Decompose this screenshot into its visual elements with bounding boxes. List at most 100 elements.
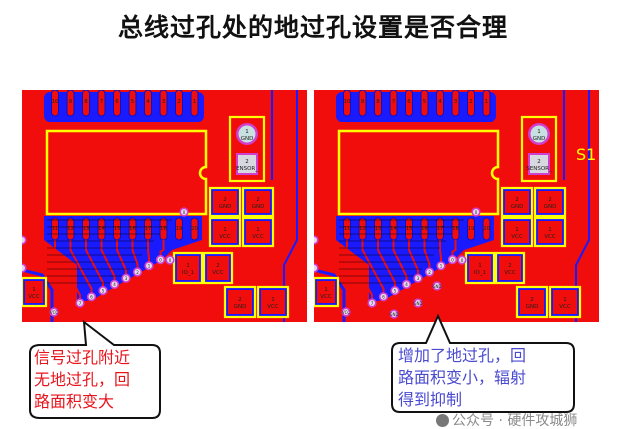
ic-outline bbox=[45, 129, 208, 216]
pin-net: ENSOR_ bbox=[236, 166, 258, 172]
pin-number: 2 bbox=[177, 99, 181, 105]
silkscreen-outline bbox=[208, 216, 242, 248]
pad-net: GND bbox=[252, 204, 265, 210]
watermark-text: 公众号 · 硬件攻城狮 bbox=[452, 413, 578, 429]
silkscreen-outline bbox=[494, 251, 526, 285]
pad-net: VCC bbox=[511, 234, 523, 240]
silkscreen-outline bbox=[533, 186, 567, 218]
pin-number: 20 bbox=[483, 226, 490, 232]
pin-number: 1 bbox=[485, 99, 489, 105]
via-hole bbox=[434, 283, 440, 289]
via-label: 6 bbox=[382, 295, 385, 300]
pad-net: VCC bbox=[504, 270, 516, 276]
slide-title: 总线过孔处的地过孔设置是否合理 bbox=[117, 13, 508, 42]
via-label: 0 bbox=[475, 210, 478, 215]
pin-number: 7 bbox=[100, 99, 104, 105]
via-hole bbox=[415, 275, 421, 282]
ic-pin-top bbox=[51, 90, 59, 117]
via-hole bbox=[459, 257, 465, 263]
pin-number: 10 bbox=[344, 99, 351, 105]
via-hole bbox=[111, 281, 118, 288]
connector-outline bbox=[228, 115, 266, 183]
ic-pin-top bbox=[159, 90, 168, 117]
pad-net: VCC bbox=[252, 234, 264, 240]
pad-number: 1 bbox=[515, 227, 519, 233]
via-hole bbox=[343, 309, 349, 315]
via-hole bbox=[473, 209, 479, 215]
via-hole bbox=[449, 256, 456, 263]
via-label: 0 bbox=[183, 210, 186, 215]
ic-pin-top bbox=[358, 90, 367, 117]
via-hole bbox=[157, 256, 164, 263]
ic-pin-top bbox=[343, 90, 351, 117]
ic-pin-top bbox=[82, 90, 90, 117]
callout-line: 路面积变小，辐射 bbox=[398, 368, 527, 387]
pad-net: VCC bbox=[212, 270, 224, 276]
pad-net: GND bbox=[526, 304, 539, 310]
via-hole bbox=[181, 209, 187, 215]
pad-net: IO_1 bbox=[474, 270, 486, 276]
via-label: VCC bbox=[50, 310, 59, 315]
pad-number: 2 bbox=[256, 197, 260, 203]
silkscreen-outline bbox=[241, 216, 275, 248]
pin-number: 4 bbox=[438, 99, 442, 105]
connector-pin-hole bbox=[238, 155, 256, 173]
pad-area bbox=[553, 290, 577, 314]
via-label: GND bbox=[413, 301, 422, 306]
pin-net: GND bbox=[241, 136, 254, 142]
via-hole bbox=[403, 281, 410, 288]
via-label: 4 bbox=[113, 282, 116, 287]
ic-outline bbox=[337, 129, 500, 216]
pad-area bbox=[520, 290, 544, 314]
pin-net: SENSOR_ bbox=[526, 166, 552, 172]
pin-net: GND bbox=[533, 136, 546, 142]
silkscreen-outline bbox=[515, 285, 549, 319]
ic-pin-top bbox=[374, 90, 382, 117]
pad-number: 2 bbox=[223, 197, 227, 203]
ic-pin-bottom bbox=[190, 217, 199, 241]
pad-area bbox=[25, 281, 43, 303]
silkscreen-outline bbox=[223, 285, 257, 319]
callout-line: 得到抑制 bbox=[398, 390, 463, 409]
pad-number: 2 bbox=[515, 197, 519, 203]
via-label: 0 bbox=[159, 257, 162, 262]
via-label: 3 bbox=[125, 276, 128, 281]
pad-area bbox=[261, 290, 285, 314]
silkscreen-outline bbox=[500, 216, 534, 248]
via-label: 0 bbox=[461, 258, 464, 263]
connector-pin-hole bbox=[530, 125, 548, 143]
pad-net: VCC bbox=[320, 294, 332, 300]
pin-number: 5 bbox=[131, 99, 135, 105]
via-hole bbox=[134, 269, 141, 275]
pad-number: 1 bbox=[324, 287, 328, 293]
silkscreen-outline bbox=[464, 251, 496, 285]
callout-line: 增加了地过孔，回 bbox=[398, 346, 527, 365]
connector-outline bbox=[520, 115, 558, 183]
pad-net: VCC bbox=[28, 294, 40, 300]
pin-number: 8 bbox=[84, 99, 88, 105]
pad-net: VCC bbox=[267, 304, 279, 310]
ic-pin-bottom bbox=[482, 217, 491, 241]
pad-number: 1 bbox=[32, 287, 36, 293]
pad-number: 1 bbox=[548, 227, 552, 233]
via-hole bbox=[51, 309, 57, 315]
connector-pin-hole bbox=[238, 125, 256, 143]
pad-net: GND bbox=[234, 304, 247, 310]
pad-area bbox=[213, 221, 237, 243]
pad-area bbox=[505, 221, 529, 243]
via-hole bbox=[22, 265, 25, 271]
ic-pin-top bbox=[97, 90, 106, 117]
callout-left: 信号过孔附近 无地过孔，回 路面积变大 bbox=[26, 319, 166, 422]
silkscreen-outline bbox=[548, 285, 582, 319]
ic-pin-top bbox=[113, 90, 121, 117]
ic-pin-top bbox=[175, 90, 183, 117]
pin-number: 16 bbox=[129, 226, 136, 232]
callout-line: 无地过孔，回 bbox=[34, 370, 131, 389]
pin-number: 15 bbox=[114, 226, 121, 232]
silkscreen-outline bbox=[241, 186, 275, 218]
pin-number: 11 bbox=[52, 226, 59, 232]
pad-number: 1 bbox=[563, 297, 567, 303]
pin-number: 14 bbox=[98, 226, 105, 232]
via-hole bbox=[146, 262, 152, 269]
silkscreen-outline bbox=[533, 216, 567, 248]
